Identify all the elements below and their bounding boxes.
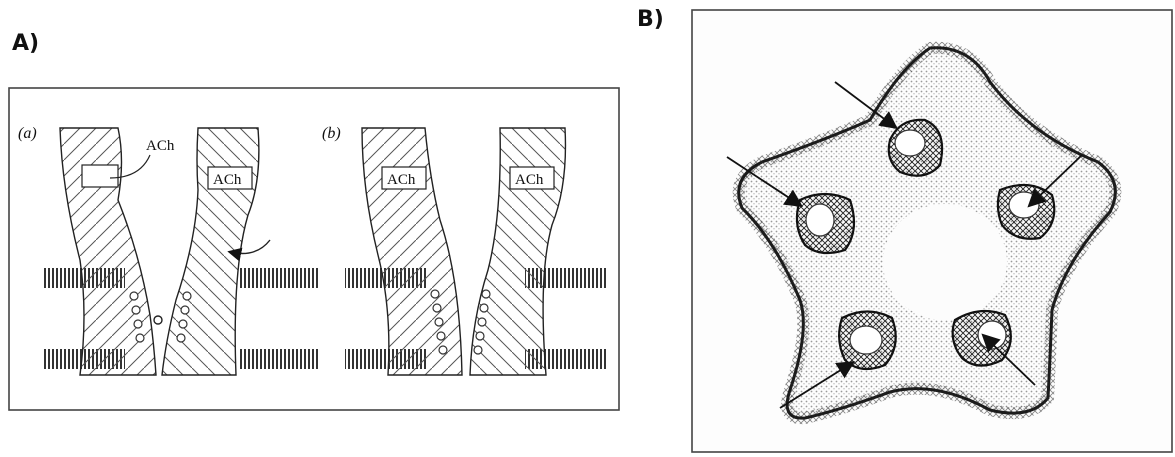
membrane-bar-a-right-top: [238, 268, 320, 288]
panel-a-sub-b-label: (b): [322, 125, 341, 142]
ach-binding-site-empty: [82, 165, 118, 187]
binding-pocket-bottom-left: [839, 312, 896, 370]
panel-a: A) (a) (b): [9, 31, 619, 410]
ach-bound-label-b-right: ACh: [515, 172, 544, 188]
panel-b: B): [637, 7, 1172, 452]
panel-b-label: B): [637, 7, 664, 32]
panel-a-label: A): [12, 31, 39, 56]
binding-pocket-bottom-right: [953, 311, 1011, 366]
ach-bound-label-a: ACh: [213, 172, 242, 188]
binding-pocket-top: [889, 120, 942, 176]
central-pore: [883, 204, 1007, 320]
binding-pocket-right: [998, 185, 1054, 239]
gate-point: [154, 316, 162, 324]
ach-free-label: ACh: [146, 138, 175, 154]
ach-bound-label-b-left: ACh: [387, 172, 416, 188]
binding-pocket-left: [797, 194, 854, 253]
membrane-bar-a-right-bottom: [238, 349, 320, 369]
panel-a-sub-a-label: (a): [18, 125, 37, 142]
